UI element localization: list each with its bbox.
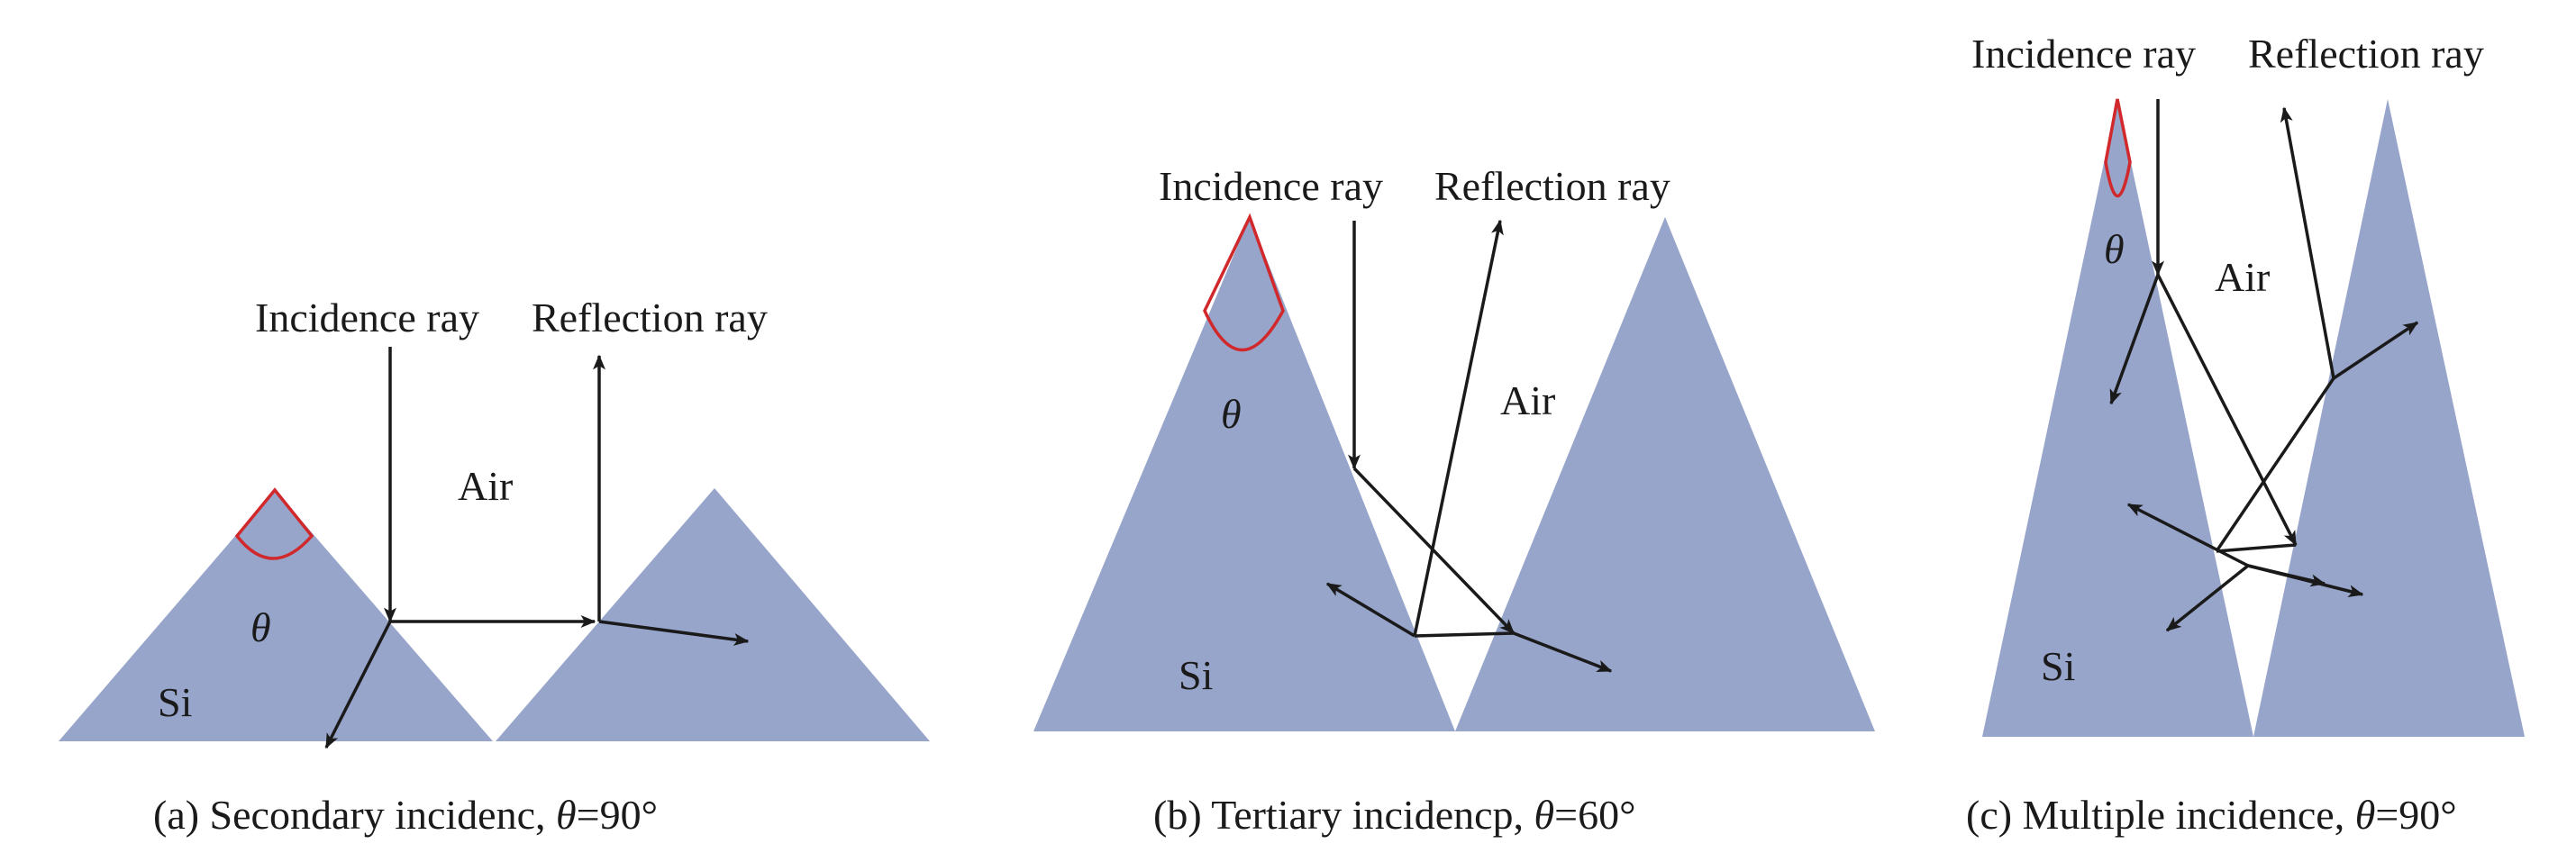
reflection-ray-label: Reflection ray	[2248, 31, 2484, 77]
transmitted-ray-upper-right	[2333, 321, 2419, 380]
incidence-ray-label: Incidence ray	[1159, 163, 1383, 209]
air-label: Air	[2215, 254, 2270, 300]
panel-b: Incidence ray Reflection ray Air θ Si (b…	[1033, 163, 1875, 838]
scatter-ray-lower-left	[2165, 564, 2250, 632]
reflected-ray-2	[1414, 631, 1515, 638]
scatter-ray-right-2	[2247, 564, 2326, 587]
transmitted-ray-right	[1513, 631, 1613, 673]
reflected-ray-1	[1352, 467, 1516, 635]
theta-label: θ	[2104, 226, 2125, 272]
theta-label: θ	[1221, 391, 1242, 437]
reflection-ray	[2280, 106, 2335, 379]
reflected-ray-3	[2215, 377, 2335, 552]
panel-a: Incidence ray Reflection ray Air θ Si (a…	[59, 295, 930, 838]
si-pyramid-right	[496, 488, 930, 741]
theta-angle-arc	[2104, 98, 2132, 197]
si-label: Si	[158, 679, 192, 725]
si-pyramid-right	[2253, 99, 2525, 737]
air-label: Air	[1500, 377, 1555, 423]
si-label: Si	[1179, 652, 1213, 698]
caption-b-value: =60°	[1554, 792, 1635, 838]
theta-label: θ	[250, 604, 271, 650]
incidence-ray-label: Incidence ray	[1971, 31, 2196, 77]
caption-b-theta: θ	[1534, 792, 1555, 838]
air-label: Air	[458, 463, 513, 509]
scatter-ray-upper-left	[2126, 503, 2249, 567]
caption-a-prefix: (a) Secondary incidenc,	[153, 792, 556, 838]
transmitted-ray-right	[598, 620, 750, 646]
transmitted-ray	[324, 621, 392, 749]
caption-c-prefix: (c) Multiple incidence,	[1966, 792, 2355, 838]
si-pyramid-left	[1033, 217, 1455, 731]
reflected-ray-2	[2216, 543, 2297, 553]
transmitted-ray-left	[1325, 582, 1415, 638]
reflection-ray	[1413, 219, 1504, 637]
incidence-ray-label: Incidence ray	[255, 295, 479, 340]
si-label: Si	[2041, 643, 2075, 689]
caption-c-value: =90°	[2375, 792, 2456, 838]
caption-a-theta: θ	[556, 792, 577, 838]
theta-angle-arc	[1203, 213, 1285, 351]
reflected-ray-1	[2156, 274, 2298, 547]
reflection-ray-label: Reflection ray	[1434, 163, 1670, 209]
caption-a-value: =90°	[577, 792, 658, 838]
caption-c: (c) Multiple incidence, θ=90°	[1966, 792, 2457, 838]
si-pyramid-right	[1455, 217, 1875, 731]
panel-c: Incidence ray Reflection ray Air θ Si (c…	[1966, 31, 2525, 838]
si-pyramid-left	[59, 490, 493, 741]
si-pyramid-left	[1982, 99, 2253, 737]
caption-c-theta: θ	[2355, 792, 2376, 838]
caption-b-prefix: (b) Tertiary incidencp,	[1153, 792, 1534, 838]
theta-angle-arc	[234, 487, 314, 560]
caption-a: (a) Secondary incidenc, θ=90°	[153, 792, 658, 838]
reflection-ray-label: Reflection ray	[532, 295, 768, 340]
transmitted-ray-1	[2109, 274, 2160, 405]
caption-b: (b) Tertiary incidencp, θ=60°	[1153, 792, 1636, 838]
